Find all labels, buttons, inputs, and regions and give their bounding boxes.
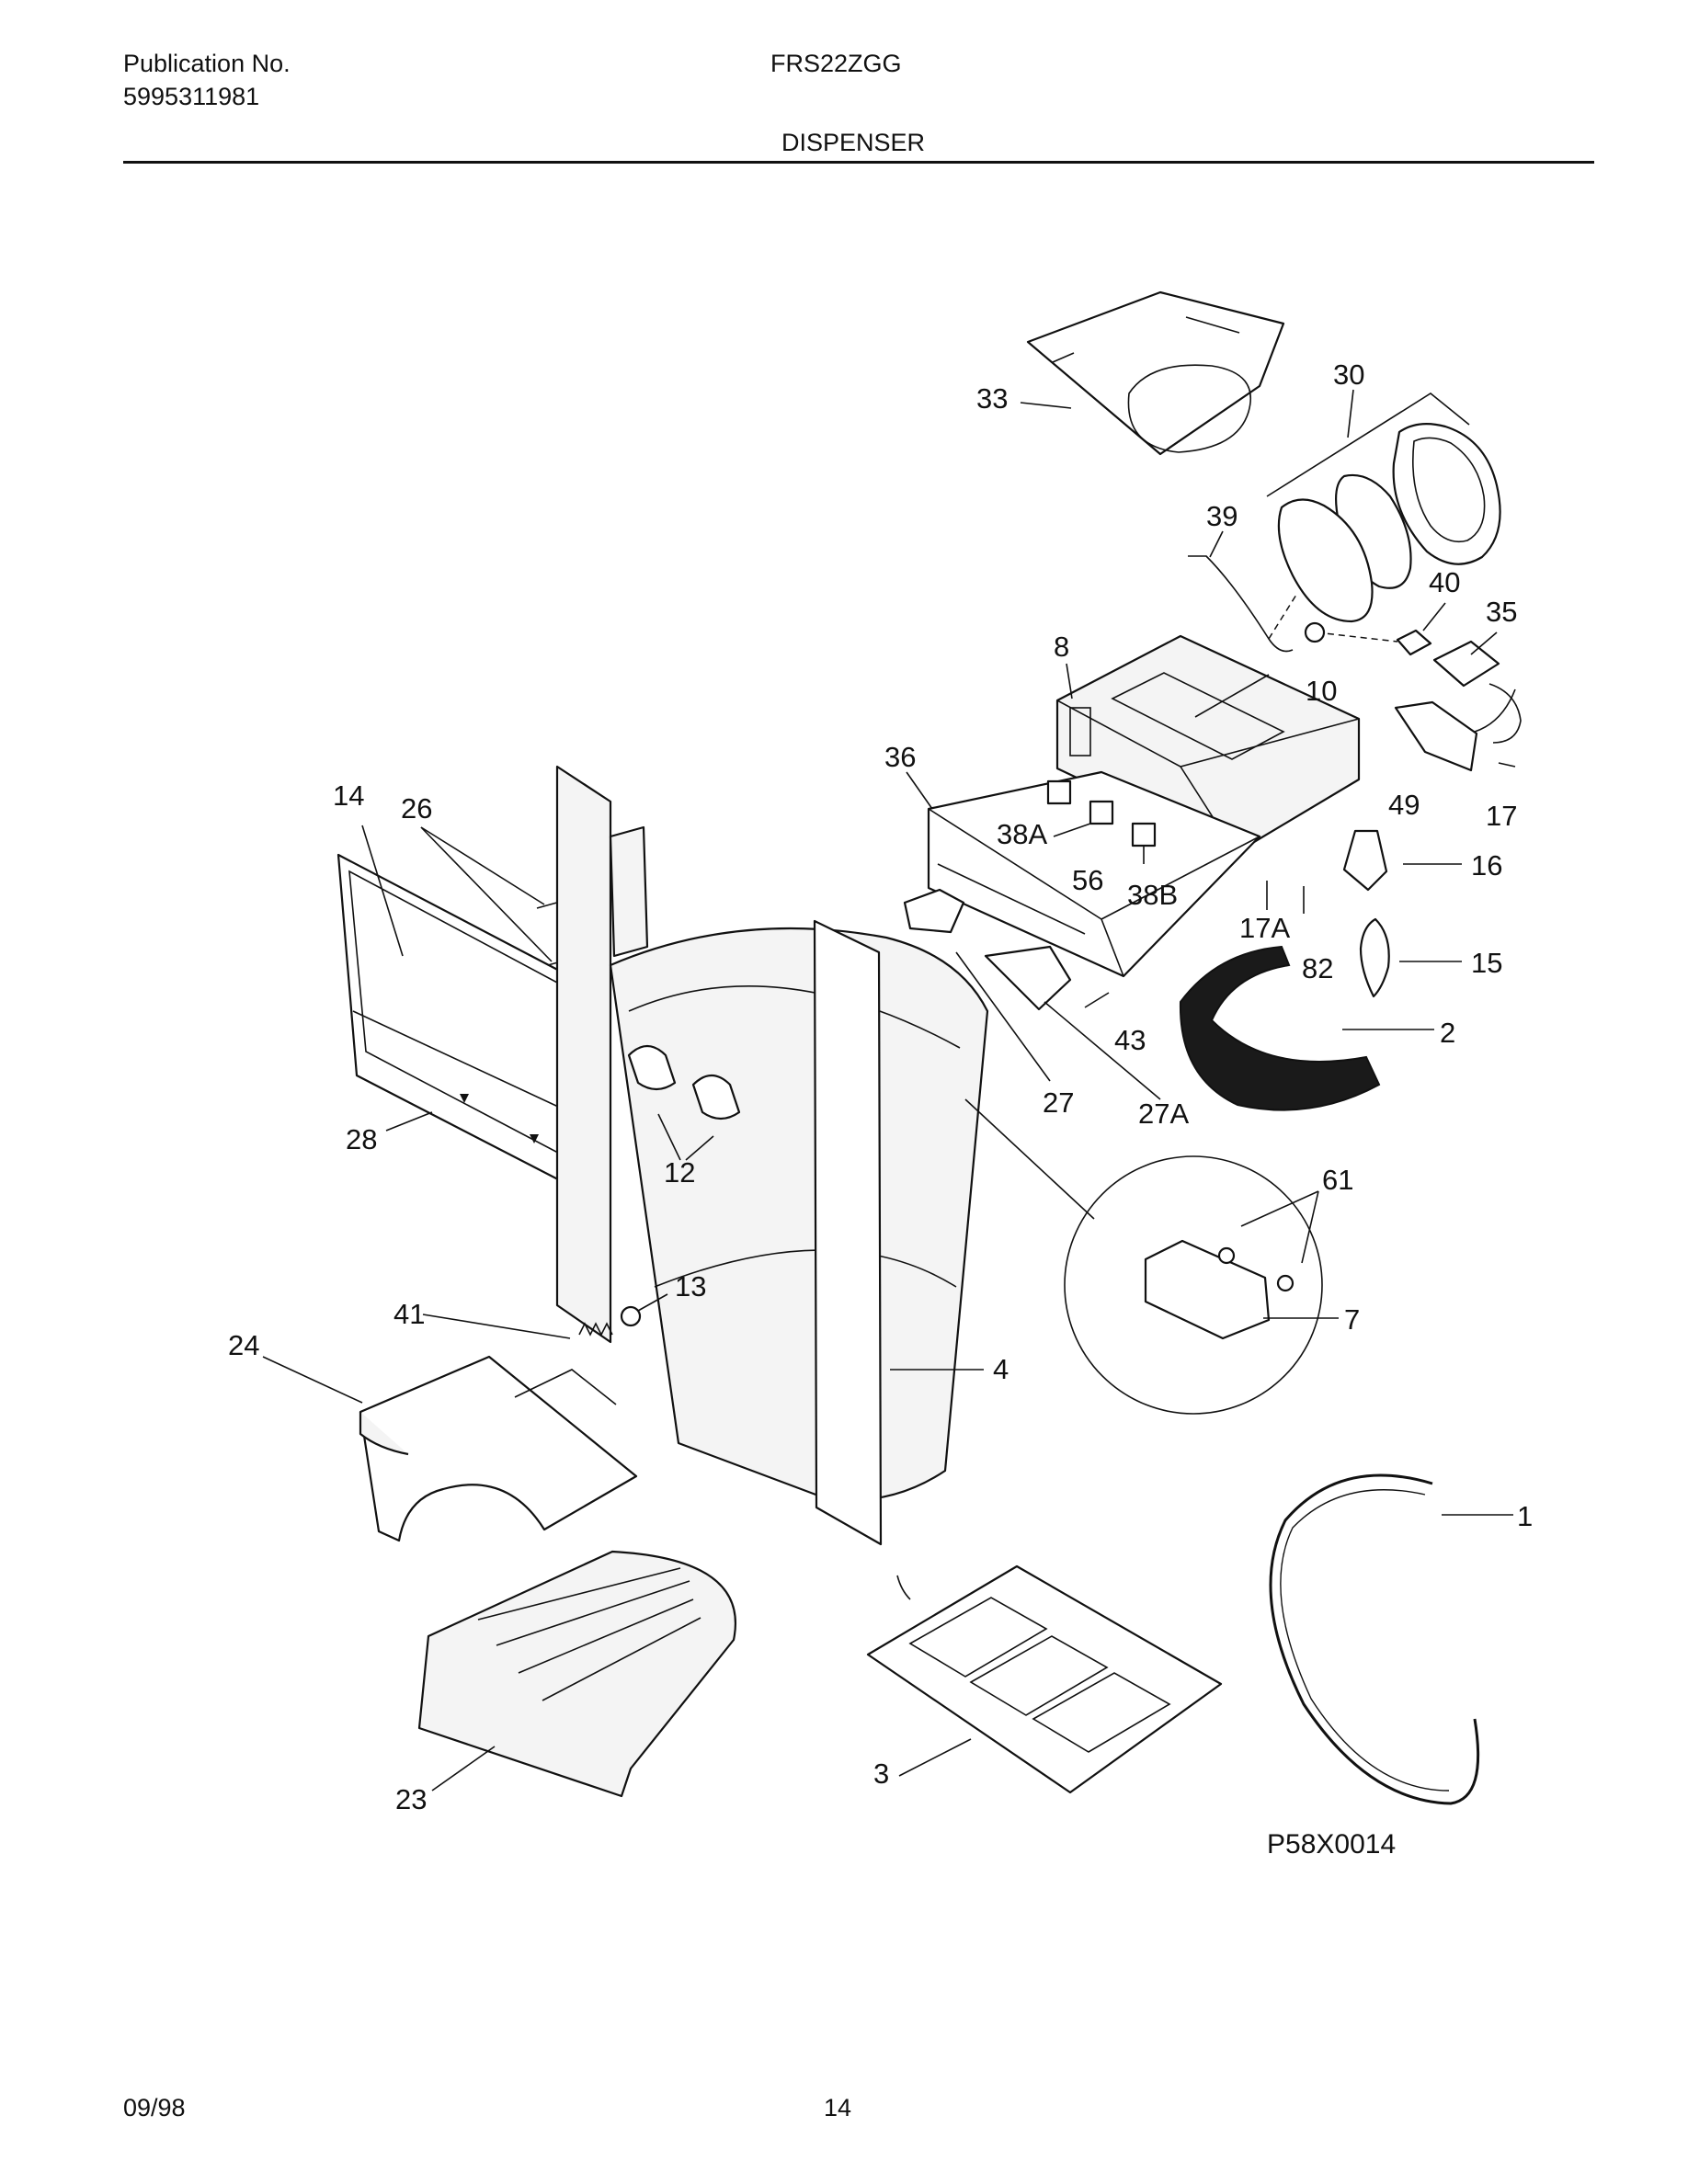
- callout-56: 56: [1072, 864, 1103, 896]
- model-number: FRS22ZGG: [770, 50, 902, 77]
- leader-26b: [420, 826, 553, 962]
- callout-24: 24: [228, 1329, 259, 1361]
- callout-4: 4: [993, 1353, 1009, 1385]
- leader-30: [1347, 389, 1354, 438]
- callout-36: 36: [884, 741, 916, 773]
- callout-27: 27: [1043, 1086, 1074, 1119]
- leader-12b: [685, 1135, 714, 1161]
- part-39-spring: [1188, 555, 1297, 653]
- callout-13: 13: [675, 1270, 706, 1302]
- callout-82: 82: [1302, 952, 1333, 984]
- leader-38A: [1053, 823, 1091, 837]
- part-15-lamp-bulb: [1359, 917, 1390, 998]
- leader-12a: [657, 1113, 681, 1161]
- callout-33: 33: [976, 382, 1008, 415]
- callout-15: 15: [1471, 947, 1502, 979]
- part-17-screw: [1498, 762, 1516, 768]
- callout-17: 17: [1486, 800, 1517, 832]
- callout-41: 41: [393, 1298, 425, 1330]
- part-16-lamp-socket: [1342, 829, 1388, 892]
- page-number: 14: [824, 2094, 852, 2121]
- leader-26a: [420, 826, 545, 905]
- header-rule: [123, 161, 1594, 164]
- callout-1: 1: [1517, 1500, 1533, 1532]
- callout-30: 30: [1333, 358, 1364, 391]
- part-27-actuator: [903, 888, 965, 934]
- callout-8: 8: [1054, 631, 1069, 663]
- dash-40: [1316, 631, 1398, 643]
- leader-40: [1422, 602, 1446, 631]
- leader-61b: [1301, 1190, 1319, 1264]
- callout-27A: 27A: [1138, 1098, 1189, 1130]
- callout-2: 2: [1440, 1017, 1455, 1049]
- leader-39: [1209, 530, 1224, 558]
- footer-date: 09/98: [123, 2094, 186, 2121]
- part-23-drip-tray: [417, 1550, 736, 1798]
- part-24-arm: [359, 1355, 638, 1542]
- leader-13: [637, 1293, 668, 1312]
- callout-35: 35: [1486, 596, 1517, 628]
- part-40-plunger: [1396, 629, 1432, 656]
- part-12-clips: [627, 1044, 741, 1120]
- callout-10: 10: [1306, 675, 1337, 707]
- leader-24: [262, 1356, 363, 1404]
- leader-41: [422, 1314, 571, 1339]
- leader-61a: [1240, 1190, 1319, 1227]
- callout-17A: 17A: [1239, 912, 1290, 944]
- part-27A-lever: [984, 945, 1072, 1011]
- part-10-bushing: [1304, 621, 1326, 643]
- callout-7: 7: [1344, 1303, 1360, 1336]
- leader-27: [955, 951, 1051, 1082]
- leader-28: [385, 1111, 433, 1132]
- part-30-chute-door: [1266, 392, 1501, 623]
- part-36-switch-panel: [927, 770, 1261, 978]
- callout-40: 40: [1429, 566, 1460, 598]
- leader-8: [1066, 663, 1073, 700]
- callout-43: 43: [1114, 1024, 1146, 1056]
- leader-27A: [1044, 1001, 1161, 1100]
- publication-number: 5995311981: [123, 83, 260, 110]
- callout-23: 23: [395, 1783, 427, 1815]
- callout-26: 26: [401, 792, 432, 825]
- leader-3: [898, 1738, 972, 1777]
- part-1-tubing: [1269, 1473, 1480, 1805]
- callout-38B: 38B: [1127, 879, 1178, 911]
- leader-23: [431, 1746, 496, 1792]
- leader-36: [906, 771, 933, 810]
- callout-61: 61: [1322, 1164, 1353, 1196]
- callout-38A: 38A: [997, 818, 1047, 850]
- part-2-light-shield: [1179, 945, 1381, 1111]
- part-13-bushing: [620, 1305, 642, 1327]
- callout-14: 14: [333, 779, 364, 812]
- front-panel-frame: [555, 765, 649, 1344]
- part-4-housing-body: [609, 919, 989, 1546]
- leader-35: [1470, 631, 1498, 655]
- callout-16: 16: [1471, 849, 1502, 882]
- leader-detail: [964, 1098, 1095, 1220]
- leader-33: [1020, 402, 1072, 409]
- part-41-spring: [578, 1322, 613, 1337]
- callout-39: 39: [1206, 500, 1237, 532]
- diagram-code: P58X0014: [1267, 1829, 1397, 1860]
- part-43-screw: [1084, 992, 1110, 1008]
- callout-12: 12: [664, 1156, 695, 1189]
- part-35-solenoid: [1432, 640, 1522, 744]
- callout-28: 28: [346, 1123, 377, 1155]
- callout-3: 3: [873, 1757, 889, 1790]
- part-33-cover-plate: [1026, 290, 1285, 456]
- part-3-heater: [866, 1564, 1223, 1794]
- leader-14: [361, 825, 404, 957]
- part-49-switch: [1394, 688, 1516, 772]
- section-title: DISPENSER: [781, 129, 926, 156]
- callout-49: 49: [1388, 789, 1420, 821]
- part-7-detail-switch: [1064, 1155, 1323, 1415]
- publication-label: Publication No.: [123, 50, 291, 77]
